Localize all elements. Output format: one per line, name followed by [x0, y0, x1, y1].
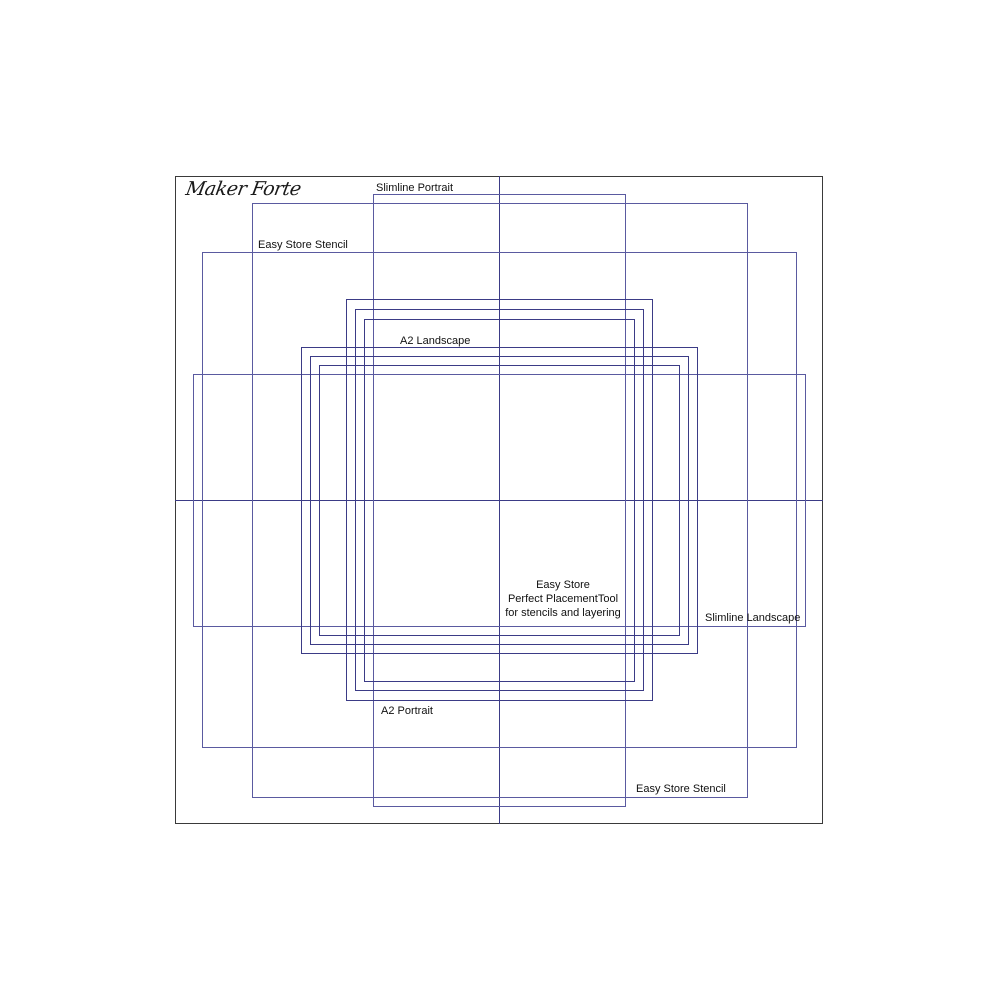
a2-portrait-inner-frame	[364, 319, 635, 682]
a2-portrait-middle-frame	[355, 309, 644, 691]
label-slimline-portrait: Slimline Portrait	[376, 182, 454, 194]
tool-title: Easy Store Perfect PlacementTool for ste…	[502, 578, 624, 620]
tool-title-line-2: Perfect PlacementTool	[507, 593, 619, 605]
maker-forte-logo: Maker Forte	[184, 178, 303, 200]
a2-landscape-outer-frame	[301, 347, 698, 654]
slimline-landscape-frame	[193, 374, 806, 627]
easy-store-stencil-landscape-frame	[202, 252, 797, 748]
label-easy-store-stencil-bottom: Easy Store Stencil	[636, 783, 726, 795]
label-slimline-landscape: Slimline Landscape	[705, 612, 801, 624]
tool-title-line-1: Easy Store	[536, 579, 590, 591]
slimline-portrait-frame	[373, 194, 626, 807]
a2-portrait-outer-frame	[346, 299, 653, 701]
easy-store-stencil-portrait-frame	[252, 203, 748, 798]
horizontal-center-guide	[175, 500, 823, 501]
label-a2-portrait: A2 Portrait	[381, 705, 433, 717]
a2-landscape-middle-frame	[310, 356, 689, 645]
tool-title-line-3: for stencils and layering	[505, 607, 621, 619]
label-a2-landscape: A2 Landscape	[400, 335, 471, 347]
label-easy-store-stencil-top: Easy Store Stencil	[258, 239, 348, 251]
a2-landscape-inner-frame	[319, 365, 680, 636]
